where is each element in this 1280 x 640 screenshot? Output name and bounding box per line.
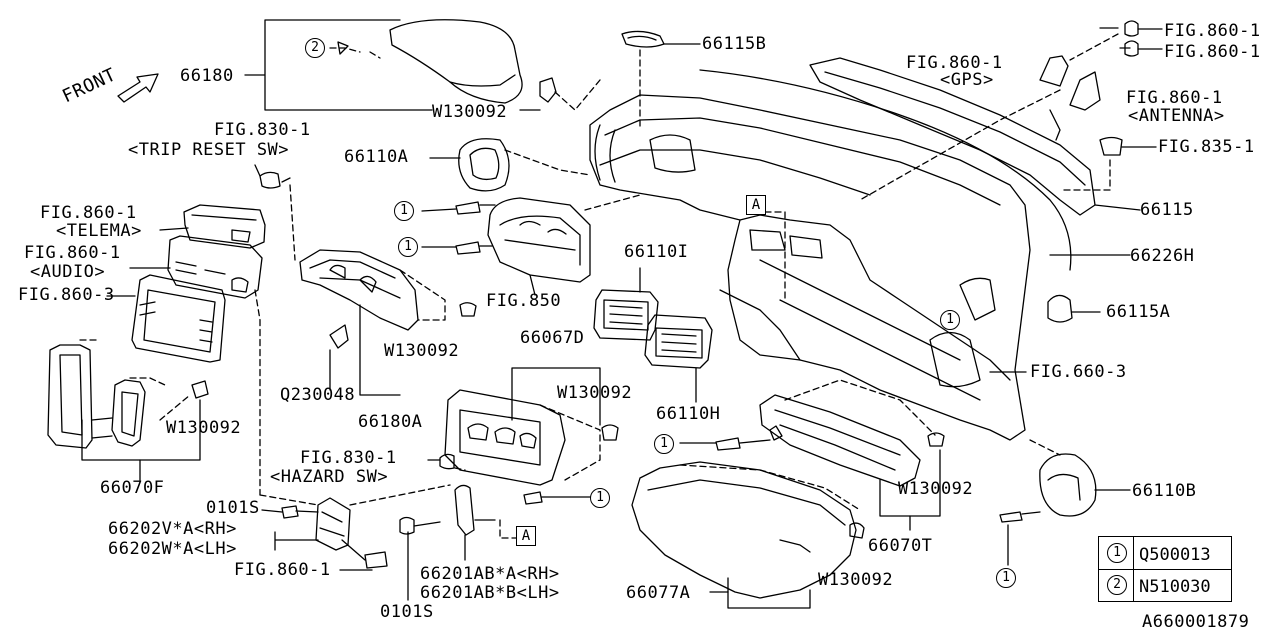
- part-w130092-t[interactable]: W130092: [898, 479, 974, 499]
- part-66110b[interactable]: 66110B: [1132, 481, 1197, 501]
- legend-part[interactable]: N510030: [1139, 577, 1211, 597]
- fig-835-1[interactable]: FIG.835-1: [1158, 137, 1255, 157]
- callout-2-top: 2: [305, 38, 325, 58]
- fig-860-1-audio[interactable]: FIG.860-1: [24, 243, 121, 263]
- fig-860-1-r1[interactable]: FIG.860-1: [1164, 21, 1261, 41]
- fig-860-1-bottom[interactable]: FIG.860-1: [234, 560, 331, 580]
- part-0101s-a[interactable]: 0101S: [206, 498, 260, 518]
- part-w130092-top[interactable]: W130092: [432, 102, 508, 122]
- callout-1-e: 1: [940, 310, 960, 330]
- fig-660-3[interactable]: FIG.660-3: [1030, 362, 1127, 382]
- part-66180a[interactable]: 66180A: [358, 412, 423, 432]
- callout-1-b: 1: [398, 237, 418, 257]
- callout-1-c: 1: [590, 488, 610, 508]
- callout-1-f: 1: [996, 568, 1016, 588]
- part-66115a[interactable]: 66115A: [1106, 302, 1171, 322]
- legend-row: 1 Q500013: [1099, 537, 1231, 570]
- part-q230048[interactable]: Q230048: [280, 385, 356, 405]
- part-0101s-b[interactable]: 0101S: [380, 602, 434, 622]
- part-66110a[interactable]: 66110A: [344, 147, 409, 167]
- part-66202w[interactable]: 66202W*A<LH>: [108, 539, 237, 559]
- part-66110i[interactable]: 66110I: [624, 242, 689, 262]
- audio-label: <AUDIO>: [30, 262, 106, 282]
- part-66201ab-a[interactable]: 66201AB*A<RH>: [420, 564, 560, 584]
- part-66067d[interactable]: 66067D: [520, 328, 585, 348]
- antenna-label: <ANTENNA>: [1128, 106, 1225, 126]
- front-arrow-icon: [117, 73, 159, 103]
- callout-1-d: 1: [654, 434, 674, 454]
- part-66110h[interactable]: 66110H: [656, 404, 721, 424]
- hazard-sw-label: <HAZARD SW>: [270, 467, 389, 487]
- part-66115b[interactable]: 66115B: [702, 34, 767, 54]
- part-66226h[interactable]: 66226H: [1130, 246, 1195, 266]
- part-66202v[interactable]: 66202V*A<RH>: [108, 519, 237, 539]
- fig-860-1-telema[interactable]: FIG.860-1: [40, 203, 137, 223]
- part-66070t[interactable]: 66070T: [868, 536, 933, 556]
- part-66115[interactable]: 66115: [1140, 200, 1194, 220]
- part-w130092-left[interactable]: W130092: [166, 418, 242, 438]
- legend-row: 2 N510030: [1099, 569, 1231, 601]
- legend-part[interactable]: Q500013: [1139, 545, 1211, 565]
- part-66070f[interactable]: 66070F: [100, 478, 165, 498]
- legend-symbol: 1: [1107, 543, 1127, 563]
- fig-860-1-r2[interactable]: FIG.860-1: [1164, 42, 1261, 62]
- fig-850[interactable]: FIG.850: [486, 291, 562, 311]
- fig-830-1-hazard[interactable]: FIG.830-1: [300, 448, 397, 468]
- ref-box-a-bottom[interactable]: A: [516, 526, 536, 546]
- legend-symbol: 2: [1107, 575, 1127, 595]
- fig-830-1-trip[interactable]: FIG.830-1: [214, 120, 311, 140]
- legend-table: 1 Q500013 2 N510030: [1098, 536, 1232, 602]
- fig-860-1-antenna[interactable]: FIG.860-1: [1126, 88, 1223, 108]
- fig-860-1-gps[interactable]: FIG.860-1: [906, 53, 1003, 73]
- part-w130092-mid[interactable]: W130092: [384, 341, 460, 361]
- part-66077a[interactable]: 66077A: [626, 583, 691, 603]
- part-w130092-bottom[interactable]: W130092: [818, 570, 894, 590]
- part-66201ab-b[interactable]: 66201AB*B<LH>: [420, 583, 560, 603]
- gps-label: <GPS>: [940, 70, 994, 90]
- ref-box-a-top[interactable]: A: [746, 195, 766, 215]
- diagram-ref-code: A660001879: [1142, 612, 1250, 632]
- trip-reset-sw-label: <TRIP RESET SW>: [128, 140, 290, 160]
- callout-1-a: 1: [394, 201, 414, 221]
- part-66180[interactable]: 66180: [180, 66, 234, 86]
- fig-860-3[interactable]: FIG.860-3: [18, 285, 115, 305]
- telema-label: <TELEMA>: [56, 221, 142, 241]
- part-w130092-d[interactable]: W130092: [557, 383, 633, 403]
